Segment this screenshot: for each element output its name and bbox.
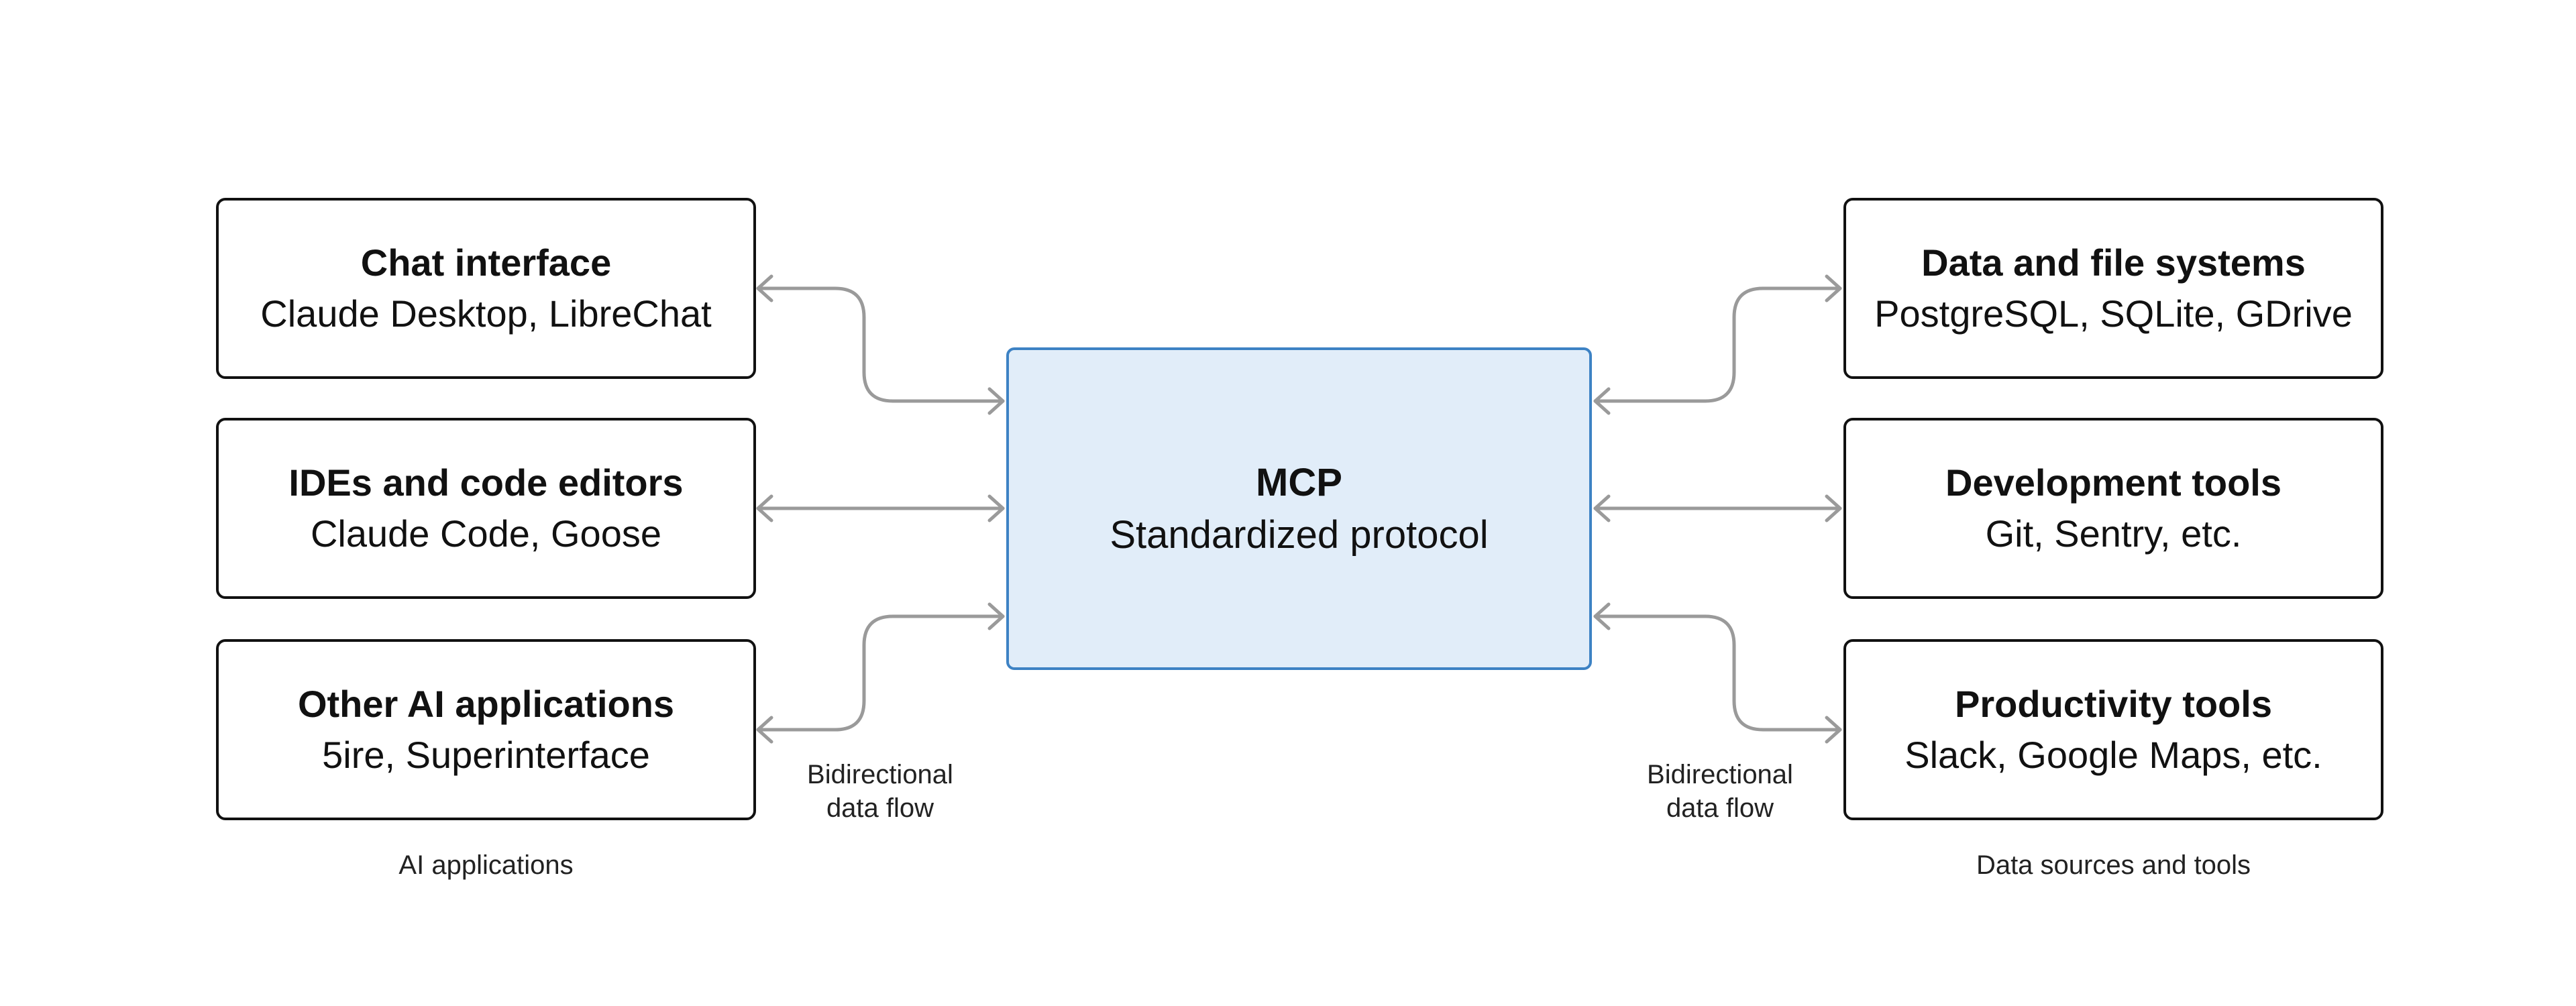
box-subtitle: 5ire, Superinterface <box>322 734 650 776</box>
mcp-title: MCP <box>1256 460 1342 504</box>
other-ai-box: Other AI applications 5ire, Superinterfa… <box>216 639 756 820</box>
flow-label-line2: data flow <box>1666 793 1774 823</box>
connector-other-ai-to-mcp <box>756 602 1005 744</box>
mcp-subtitle: Standardized protocol <box>1110 512 1489 557</box>
box-subtitle: Slack, Google Maps, etc. <box>1904 734 2322 776</box>
productivity-tools-box: Productivity tools Slack, Google Maps, e… <box>1843 639 2383 820</box>
box-title: Chat interface <box>360 241 612 284</box>
box-subtitle: PostgreSQL, SQLite, GDrive <box>1874 292 2353 335</box>
box-title: Productivity tools <box>1955 683 2272 725</box>
connector-mcp-to-dev-tools <box>1593 494 1842 522</box>
box-title: IDEs and code editors <box>288 461 684 504</box>
flow-label-line1: Bidirectional <box>1647 760 1793 789</box>
connector-mcp-to-data-systems <box>1593 274 1842 415</box>
chat-interface-box: Chat interface Claude Desktop, LibreChat <box>216 198 756 379</box>
ai-applications-group-label: AI applications <box>398 850 574 880</box>
data-file-systems-box: Data and file systems PostgreSQL, SQLite… <box>1843 198 2383 379</box>
box-title: Development tools <box>1945 461 2282 504</box>
development-tools-box: Development tools Git, Sentry, etc. <box>1843 418 2383 599</box>
box-subtitle: Claude Code, Goose <box>310 512 661 555</box>
box-title: Other AI applications <box>297 683 675 725</box>
mcp-box: MCP Standardized protocol <box>1006 347 1592 670</box>
connector-mcp-to-productivity <box>1593 602 1842 744</box>
box-subtitle: Claude Desktop, LibreChat <box>260 292 712 335</box>
data-sources-group-label: Data sources and tools <box>1976 850 2251 880</box>
ides-box: IDEs and code editors Claude Code, Goose <box>216 418 756 599</box>
connector-ides-to-mcp <box>756 494 1005 522</box>
box-subtitle: Git, Sentry, etc. <box>1985 512 2242 555</box>
right-flow-label: Bidirectional data flow <box>1626 758 1814 825</box>
left-flow-label: Bidirectional data flow <box>786 758 974 825</box>
flow-label-line2: data flow <box>826 793 934 823</box>
box-title: Data and file systems <box>1921 241 2306 284</box>
connector-chat-to-mcp <box>756 274 1005 415</box>
flow-label-line1: Bidirectional <box>807 760 953 789</box>
